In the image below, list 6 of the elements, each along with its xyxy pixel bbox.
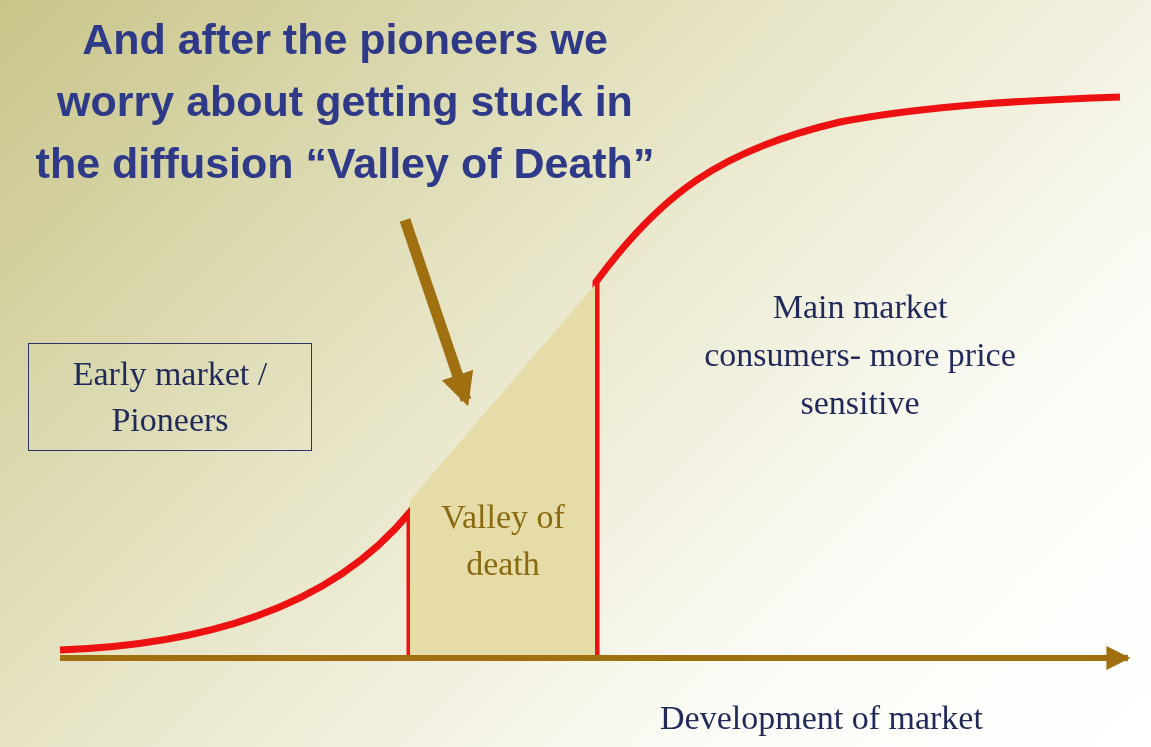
title: And after the pioneers we worry about getting stuck in the diffusion “Valley of Death” (34, 14, 656, 189)
text-box: Early market / Pioneers (28, 343, 312, 451)
region-label: Valley of death (440, 497, 566, 584)
axis-label: Development of market (660, 698, 983, 738)
region-label: Main market consumers- more price sensitive (703, 287, 1017, 423)
arrow (399, 218, 474, 407)
